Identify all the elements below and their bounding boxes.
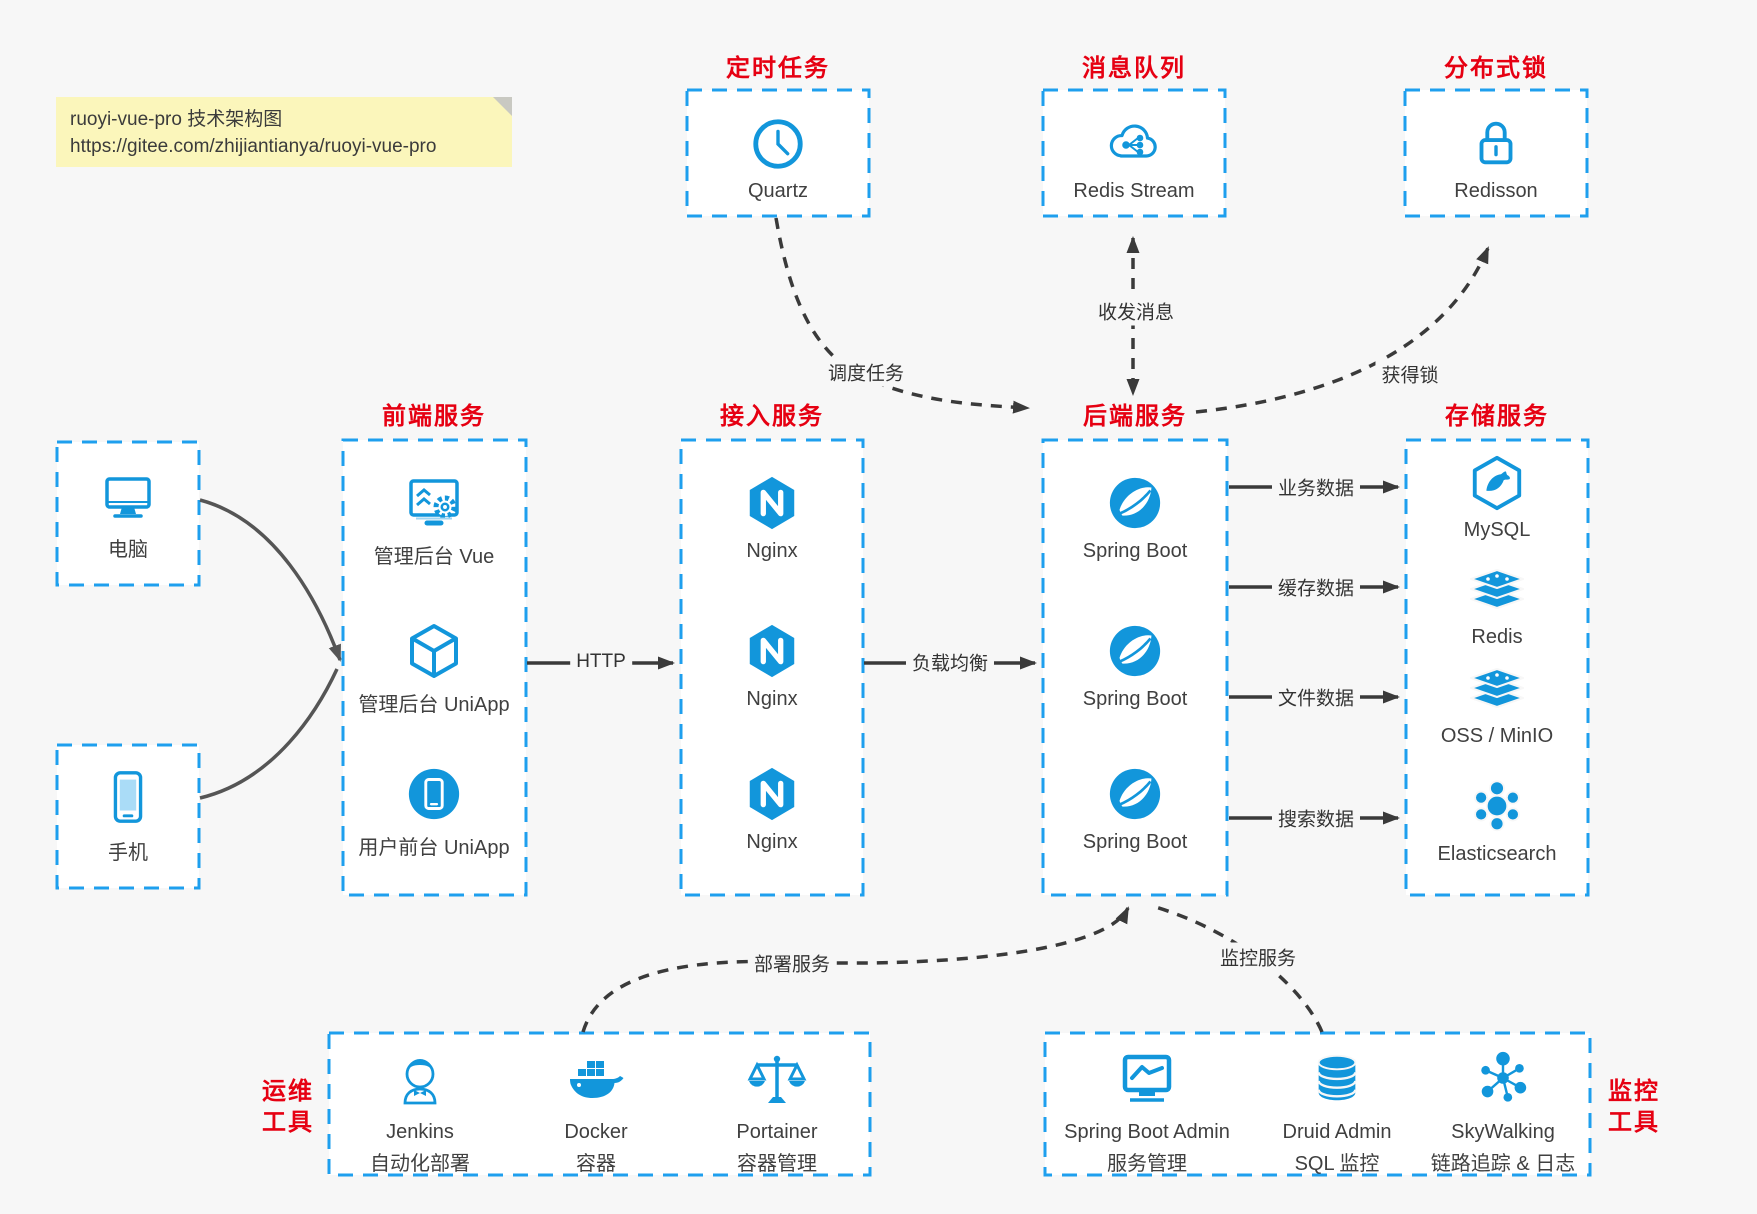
title-message-queue: 消息队列 bbox=[1082, 55, 1186, 82]
spring-boot-label: Spring Boot bbox=[1082, 831, 1188, 853]
curve-mobile-to-frontend bbox=[199, 668, 339, 800]
note-url: https://gitee.com/zhijiantianya/ruoyi-vu… bbox=[70, 136, 437, 157]
curve-deploy-service bbox=[581, 906, 1130, 1033]
spring-boot-icon bbox=[1106, 622, 1164, 680]
oss-minio-label: OSS / MinIO bbox=[1440, 725, 1554, 747]
druid-desc: SQL 监控 bbox=[1294, 1153, 1380, 1175]
redis-stream-label: Redis Stream bbox=[1073, 180, 1195, 202]
docker-desc: 容器 bbox=[576, 1153, 616, 1175]
spring-boot-icon bbox=[1106, 765, 1164, 823]
curve-monitor-service bbox=[1151, 904, 1324, 1033]
docker-icon bbox=[565, 1052, 627, 1108]
nginx-label: Nginx bbox=[746, 831, 798, 853]
mysql-icon bbox=[1468, 454, 1526, 512]
redis-stack-icon bbox=[1467, 562, 1527, 616]
desktop-icon bbox=[98, 466, 158, 526]
title-storage: 存储服务 bbox=[1445, 403, 1549, 430]
lock-icon bbox=[1467, 113, 1525, 171]
elasticsearch-label: Elasticsearch bbox=[1437, 843, 1557, 865]
note-title: ruoyi-vue-pro 技术架构图 bbox=[70, 109, 283, 130]
cloud-share-icon bbox=[1103, 114, 1165, 170]
user-app-icon bbox=[405, 765, 463, 823]
nginx-label: Nginx bbox=[746, 688, 798, 710]
skywalking-label: SkyWalking bbox=[1451, 1121, 1555, 1143]
edge-label-schedule: 调度任务 bbox=[821, 357, 911, 387]
clock-icon bbox=[749, 115, 807, 173]
edge-label-load-balance: 负载均衡 bbox=[905, 647, 995, 677]
nginx-icon bbox=[743, 474, 801, 532]
admin-uniapp-label: 管理后台 UniApp bbox=[358, 694, 510, 716]
title-distributed-lock: 分布式锁 bbox=[1444, 55, 1548, 82]
sba-label: Spring Boot Admin bbox=[1064, 1121, 1230, 1143]
pc-label: 电脑 bbox=[108, 539, 148, 561]
edge-label-search-data: 搜索数据 bbox=[1271, 803, 1361, 833]
druid-label: Druid Admin bbox=[1282, 1121, 1392, 1143]
user-uniapp-label: 用户前台 UniApp bbox=[358, 837, 510, 859]
nginx-icon bbox=[743, 622, 801, 680]
admin-vue-label: 管理后台 Vue bbox=[373, 546, 495, 568]
smartphone-icon bbox=[99, 767, 157, 827]
redis-label: Redis bbox=[1471, 626, 1523, 648]
edge-label-cache-data: 缓存数据 bbox=[1271, 572, 1361, 602]
edge-label-messaging: 收发消息 bbox=[1091, 296, 1181, 326]
title-backend: 后端服务 bbox=[1083, 403, 1187, 430]
oss-stack-icon bbox=[1467, 661, 1527, 715]
spring-boot-label: Spring Boot bbox=[1082, 540, 1188, 562]
title-frontend: 前端服务 bbox=[382, 403, 486, 430]
admin-vue-icon bbox=[404, 474, 464, 532]
edge-label-deploy: 部署服务 bbox=[747, 948, 837, 978]
spring-boot-label: Spring Boot bbox=[1082, 688, 1188, 710]
edge-label-http: HTTP bbox=[570, 650, 632, 674]
nginx-label: Nginx bbox=[746, 540, 798, 562]
edge-label-business-data: 业务数据 bbox=[1271, 472, 1361, 502]
portainer-label: Portainer bbox=[736, 1121, 818, 1143]
cube-icon bbox=[404, 621, 464, 681]
skywalking-desc: 链路追踪 & 日志 bbox=[1430, 1153, 1576, 1175]
title-access: 接入服务 bbox=[720, 403, 824, 430]
edge-label-lock: 获得锁 bbox=[1375, 359, 1445, 389]
chart-monitor-icon bbox=[1117, 1050, 1177, 1106]
edge-label-file-data: 文件数据 bbox=[1271, 682, 1361, 712]
portainer-icon bbox=[747, 1051, 807, 1109]
docker-label: Docker bbox=[564, 1121, 628, 1143]
spring-boot-icon bbox=[1106, 474, 1164, 532]
jenkins-label: Jenkins bbox=[386, 1121, 454, 1143]
portainer-desc: 容器管理 bbox=[737, 1153, 817, 1175]
database-icon bbox=[1308, 1050, 1366, 1106]
mysql-label: MySQL bbox=[1463, 519, 1531, 541]
elasticsearch-icon bbox=[1469, 778, 1525, 834]
monitor-tools-side-label: 监控 工具 bbox=[1608, 1078, 1660, 1136]
nginx-icon bbox=[743, 765, 801, 823]
ops-tools-side-label: 运维 工具 bbox=[262, 1078, 314, 1136]
title-scheduled-task: 定时任务 bbox=[726, 55, 830, 82]
jenkins-icon bbox=[390, 1049, 450, 1111]
sba-desc: 服务管理 bbox=[1107, 1153, 1187, 1175]
jenkins-desc: 自动化部署 bbox=[370, 1153, 470, 1175]
mobile-label: 手机 bbox=[108, 842, 148, 864]
curve-pc-to-frontend bbox=[199, 498, 342, 662]
edge-label-monitor: 监控服务 bbox=[1213, 942, 1303, 972]
quartz-label: Quartz bbox=[747, 180, 809, 202]
sticky-note: ruoyi-vue-pro 技术架构图 https://gitee.com/zh… bbox=[56, 97, 512, 167]
redisson-label: Redisson bbox=[1454, 180, 1538, 202]
topology-icon bbox=[1474, 1049, 1532, 1107]
